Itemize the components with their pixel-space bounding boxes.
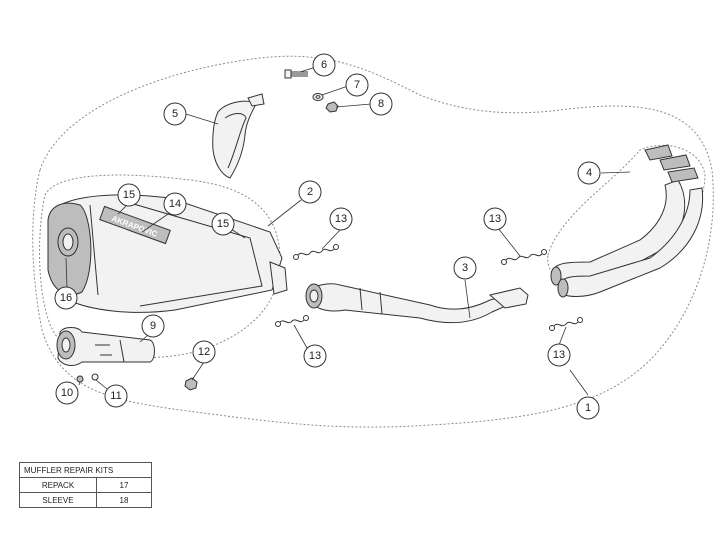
callout-5: 5 [163,102,187,126]
svg-text:2: 2 [307,186,313,198]
svg-text:16: 16 [60,292,72,304]
callout-15a: 15 [117,183,141,207]
spring-part-d [549,317,583,331]
clamp-nut-part [184,377,198,391]
svg-text:11: 11 [110,390,121,402]
svg-text:13: 13 [309,350,321,362]
kit-name: SLEEVE [19,492,97,508]
svg-text:12: 12 [198,346,210,358]
callout-12: 12 [192,340,216,364]
svg-text:3: 3 [462,262,468,274]
small-washer-part [91,373,99,381]
svg-text:5: 5 [172,108,178,120]
callout-13b: 13 [483,207,507,231]
svg-text:9: 9 [150,320,156,332]
callout-10: 10 [55,381,79,405]
table-row: REPACK 17 [19,477,152,493]
callout-9: 9 [141,314,165,338]
callout-11: 11 [104,384,128,408]
muffler-repair-kits-table: MUFFLER REPAIR KITS REPACK 17 SLEEVE 18 [19,462,152,508]
link-pipe-part [305,283,529,324]
bolt-part [284,69,308,79]
washer-part [312,93,324,101]
svg-text:6: 6 [321,59,327,71]
sleeve-part [56,327,155,366]
assembly-outline-header [547,144,706,281]
callout-13a: 13 [329,207,353,231]
kits-table-header-row: MUFFLER REPAIR KITS [19,462,152,478]
svg-text:7: 7 [354,79,360,91]
callout-2: 2 [298,180,322,204]
callout-16: 16 [54,286,78,310]
callout-7: 7 [345,73,369,97]
callout-8: 8 [369,92,393,116]
callout-15b: 15 [211,212,235,236]
table-row: SLEEVE 18 [19,492,152,508]
callout-14: 14 [163,192,187,216]
svg-text:1: 1 [585,402,591,414]
spring-part-a [293,244,339,260]
callout-6: 6 [312,53,336,77]
svg-text:14: 14 [169,198,181,210]
svg-text:15: 15 [217,218,229,230]
kit-name: REPACK [19,477,97,493]
bracket-part [212,93,265,179]
svg-text:8: 8 [378,98,384,110]
svg-text:4: 4 [586,167,592,179]
assembly-outline-slip-on [39,174,281,359]
svg-text:15: 15 [123,189,135,201]
callout-13d: 13 [547,343,571,367]
svg-text:13: 13 [335,213,347,225]
kits-table-title: MUFFLER REPAIR KITS [19,462,152,478]
svg-text:10: 10 [61,387,73,399]
callout-13c: 13 [303,344,327,368]
callout-3: 3 [453,256,477,280]
spring-part-c [275,315,309,327]
spring-part-b [501,249,547,265]
header-part [550,144,704,298]
kit-code: 17 [96,477,152,493]
svg-text:13: 13 [553,349,565,361]
kit-code: 18 [96,492,152,508]
callout-1: 1 [576,396,600,420]
callout-4: 4 [577,161,601,185]
svg-text:13: 13 [489,213,501,225]
small-screw-part [76,375,84,383]
nut-part [325,101,339,113]
